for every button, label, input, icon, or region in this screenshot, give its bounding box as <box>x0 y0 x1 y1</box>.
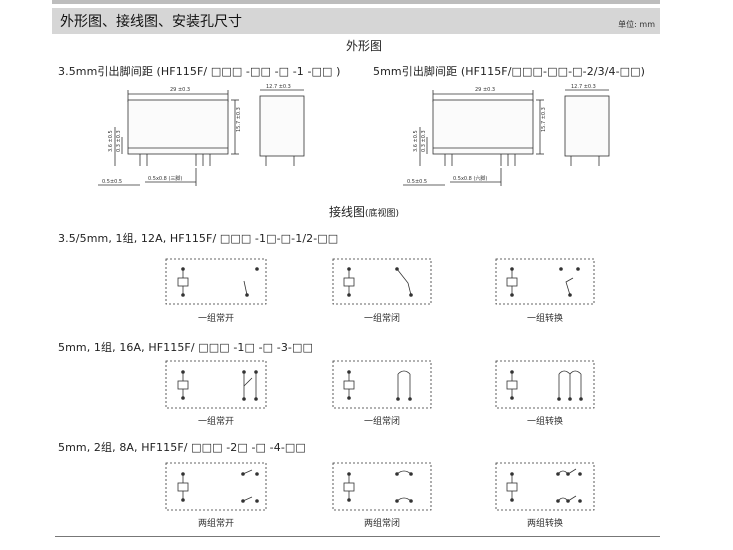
unit-label: 单位: mm <box>618 20 655 29</box>
caption-r2-nc: 一组常闭 <box>363 417 401 427</box>
caption-r2-co: 一组转换 <box>526 417 564 427</box>
row1-box-no <box>165 258 267 305</box>
section-title: 外形图、接线图、安装孔尺寸 <box>60 14 242 30</box>
row1-box-nc <box>332 258 432 305</box>
dim-pinstep-left: 0.3 ±0.3 <box>116 130 122 152</box>
dim-height-left: 15.7 ±0.3 <box>236 107 242 132</box>
caption-r3-nc: 两组常闭 <box>363 519 401 529</box>
section-header <box>52 8 660 34</box>
dim-height-right: 15.7 ±0.3 <box>541 107 547 132</box>
outline-spec-left: 3.5mm引出脚间距 (HF115F/ □□□ -□□ -□ -1 -□□ ) <box>58 65 341 78</box>
wiring-subtitle: (底视图) <box>364 209 400 219</box>
wiring-row-1-spec: 3.5/5mm, 1组, 12A, HF115F/ □□□ -1□-□-1/2-… <box>58 232 339 245</box>
outline-spec-right: 5mm引出脚间距 (HF115F/□□□-□□-□-2/3/4-□□) <box>373 65 646 78</box>
dim-pinsec-right: 0.5x0.8 (六脚) <box>453 175 487 182</box>
wiring-row-3-spec: 5mm, 2组, 8A, HF115F/ □□□ -2□ -□ -4-□□ <box>58 441 306 454</box>
outline-title: 外形图 <box>345 39 383 53</box>
dim-width-left: 12.7 ±0.3 <box>266 84 291 90</box>
dim-pinsec-left: 0.5x0.8 (三脚) <box>148 175 182 182</box>
dim-pinw-right: 0.5±0.5 <box>407 179 427 185</box>
wiring-title: 接线图(底视图) <box>329 203 399 220</box>
outline-drawing-left: 29 ±0.3 12.7 ±0.3 15.7 ±0.3 3.6 ±0.5 0.3… <box>98 84 305 186</box>
row3-box-no <box>165 462 267 511</box>
dim-length-right: 29 ±0.3 <box>475 87 495 93</box>
row2-box-no <box>165 360 267 409</box>
top-rule <box>52 0 660 4</box>
dim-pinlen-left: 3.6 ±0.5 <box>108 130 114 152</box>
wiring-title-text: 接线图 <box>328 205 365 219</box>
dim-pinw-left: 0.5±0.5 <box>102 179 122 185</box>
caption-r3-co: 两组转换 <box>526 519 564 529</box>
row3-box-co <box>495 462 595 511</box>
dim-width-right: 12.7 ±0.3 <box>571 84 596 90</box>
caption-r3-no: 两组常开 <box>197 519 235 529</box>
row3-box-nc <box>332 462 432 511</box>
wiring-row-2-spec: 5mm, 1组, 16A, HF115F/ □□□ -1□ -□ -3-□□ <box>58 341 313 354</box>
caption-r1-no: 一组常开 <box>197 314 235 324</box>
row2-box-nc <box>332 360 432 409</box>
caption-r1-nc: 一组常闭 <box>363 314 401 324</box>
row2-box-co <box>495 360 595 409</box>
outline-drawing-right: 29 ±0.3 12.7 ±0.3 15.7 ±0.3 3.6 ±0.5 0.3… <box>403 84 610 186</box>
row1-box-co <box>495 258 595 305</box>
dim-pinlen-right: 3.6 ±0.5 <box>413 130 419 152</box>
caption-r2-no: 一组常开 <box>197 417 235 427</box>
bottom-rule <box>55 536 660 537</box>
dim-length-left: 29 ±0.3 <box>170 87 190 93</box>
dim-pinstep-right: 0.3 ±0.3 <box>421 130 427 152</box>
caption-r1-co: 一组转换 <box>526 314 564 324</box>
